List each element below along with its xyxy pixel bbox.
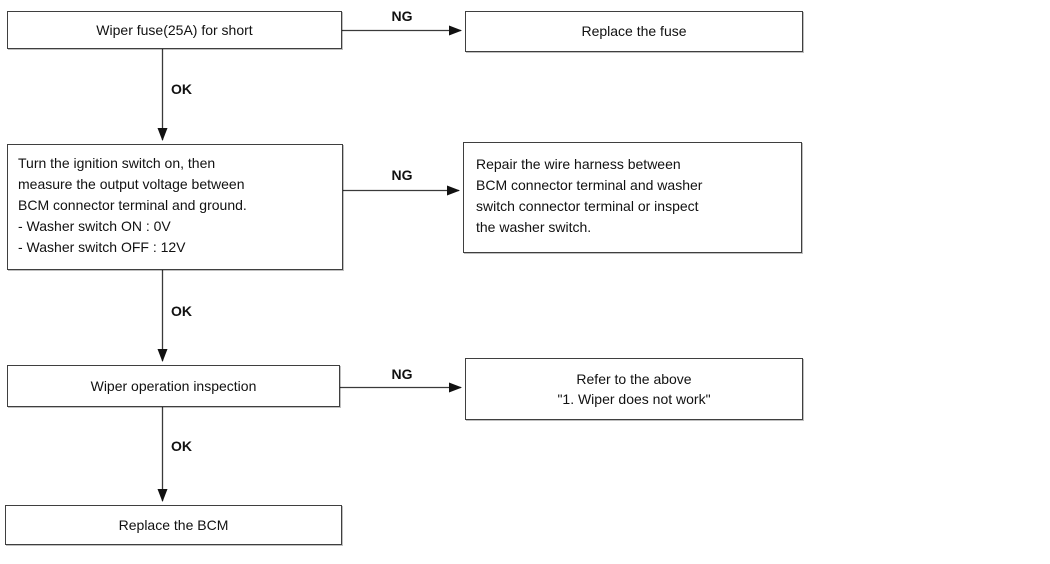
node-result3-refer-above: Refer to the above "1. Wiper does not wo… bbox=[465, 358, 803, 420]
edge-label-ok1: OK bbox=[171, 81, 192, 97]
node-step1-label: Wiper fuse(25A) for short bbox=[96, 21, 253, 38]
edge-label-ok2: OK bbox=[171, 303, 192, 319]
edge-label-ng2: NG bbox=[391, 167, 413, 183]
node-step3-wiper-inspection: Wiper operation inspection bbox=[7, 365, 340, 407]
node-result1-replace-fuse: Replace the fuse bbox=[465, 11, 803, 52]
node-result3-label: Refer to the above "1. Wiper does not wo… bbox=[557, 371, 711, 407]
node-result2-label: Repair the wire harness between BCM conn… bbox=[476, 156, 703, 235]
node-step2-measure-voltage: Turn the ignition switch on, then measur… bbox=[7, 144, 343, 270]
node-step3-label: Wiper operation inspection bbox=[90, 377, 257, 394]
edge-label-ng1: NG bbox=[391, 8, 413, 24]
node-result1-label: Replace the fuse bbox=[581, 23, 687, 39]
edge-label-ng3: NG bbox=[391, 366, 413, 382]
edge-label-ok3: OK bbox=[171, 438, 192, 454]
node-step4-replace-bcm: Replace the BCM bbox=[5, 505, 342, 545]
node-result2-repair-harness: Repair the wire harness between BCM conn… bbox=[463, 142, 802, 253]
node-step4-label: Replace the BCM bbox=[118, 516, 229, 533]
node-step2-label: Turn the ignition switch on, then measur… bbox=[18, 155, 247, 255]
node-step1-wiper-fuse: Wiper fuse(25A) for short bbox=[7, 11, 342, 49]
